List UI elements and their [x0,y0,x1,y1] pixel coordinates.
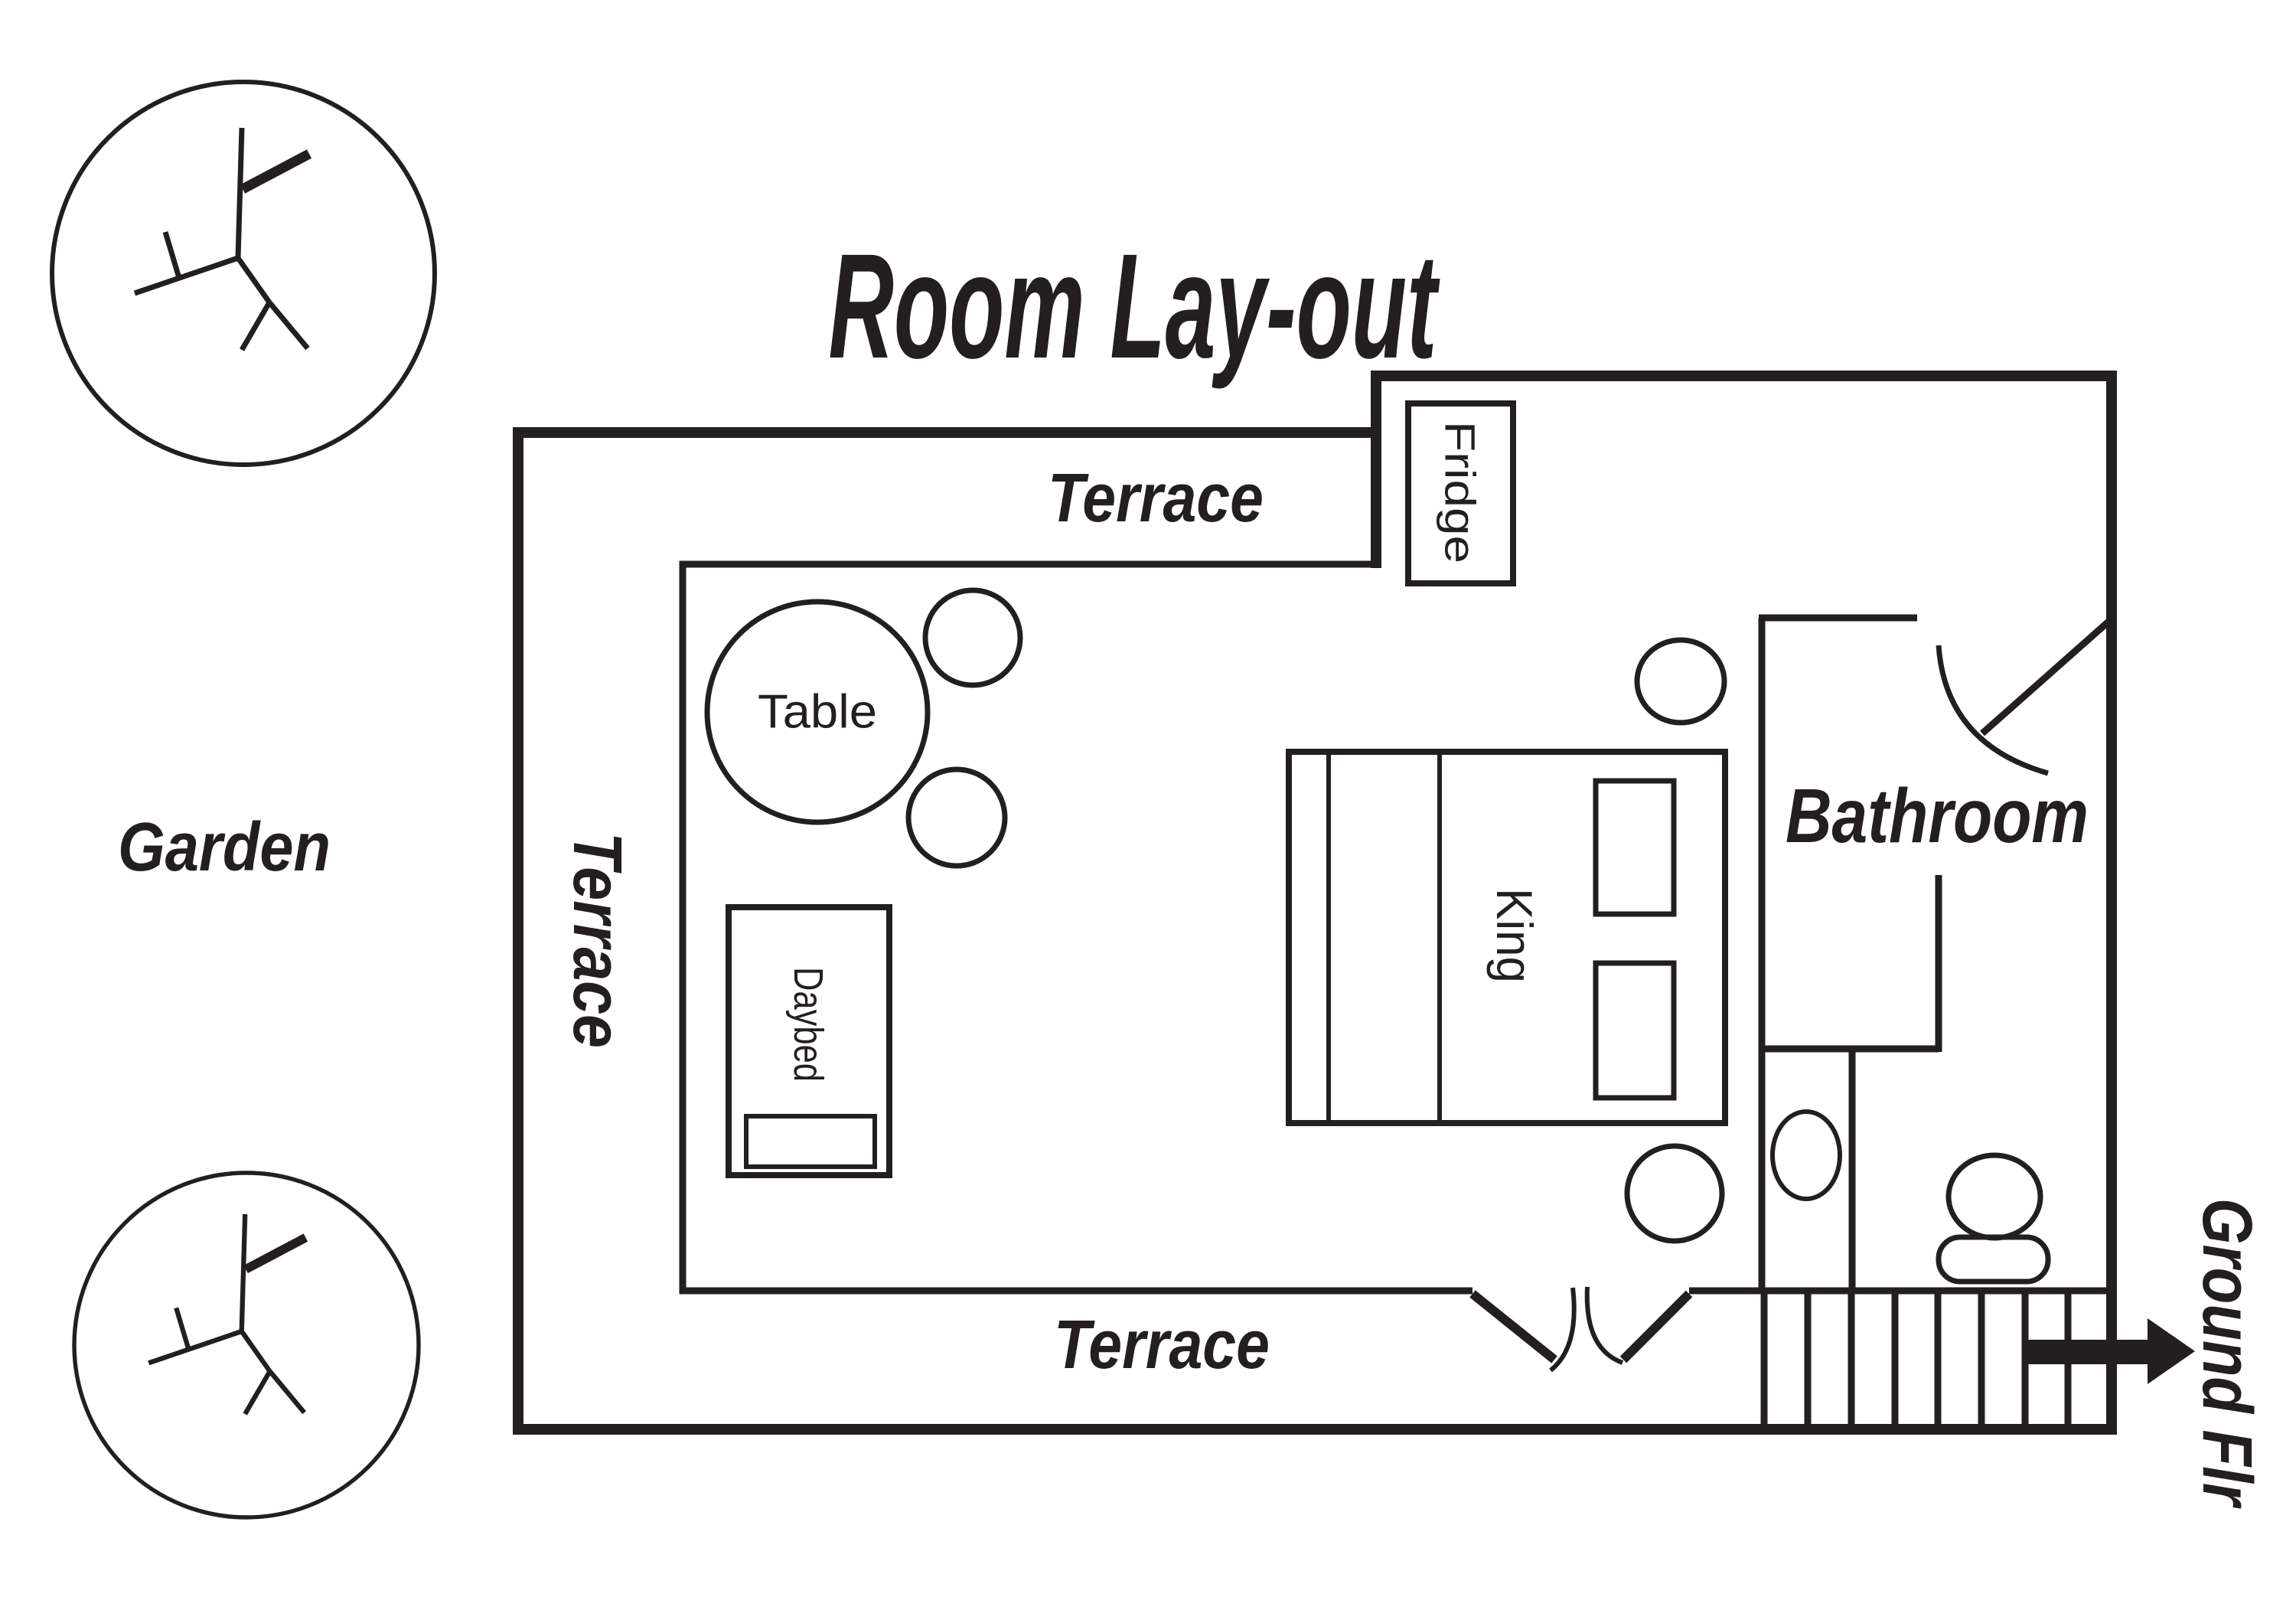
exit-arrow-icon [2024,1318,2195,1384]
chair-icon [922,587,1023,688]
double-door-icon [1469,1286,1693,1373]
daybed-label: Daybed [785,967,831,1082]
terrace-top-label: Terrace [1048,460,1264,537]
stool-icon [1634,637,1727,726]
sink-icon [1770,1109,1842,1201]
fridge: Fridge [1405,400,1516,586]
stool-icon [1624,1143,1725,1244]
pillow-icon [1593,960,1677,1101]
table-label: Table [758,686,877,739]
chair-icon [905,766,1008,869]
page-title: Room Lay-out [829,223,1440,390]
toilet-icon [1936,1152,2051,1285]
pillow-icon [1593,778,1677,917]
garden-label: Garden [118,809,331,886]
dining-table: Table [704,599,931,825]
terrace-bottom-label: Terrace [1054,1307,1270,1383]
fridge-label: Fridge [1437,421,1485,563]
daybed: Daybed [726,904,892,1178]
inner-room-walls [679,560,2112,1295]
terrace-left-label: Terrace [559,832,635,1048]
king-bed: King [1286,749,1728,1126]
tree-icon [52,82,435,465]
tree-icon [74,1173,419,1517]
ground-floor-label: Ground Flr [2188,1198,2266,1509]
stairs [1760,1291,2072,1429]
bathroom-label: Bathroom [1786,773,2089,859]
bathroom-walls [1758,614,1942,1291]
king-bed-label: King [1486,888,1543,983]
outer-walls [513,371,2117,1435]
bathroom-door-icon [1936,619,2111,776]
